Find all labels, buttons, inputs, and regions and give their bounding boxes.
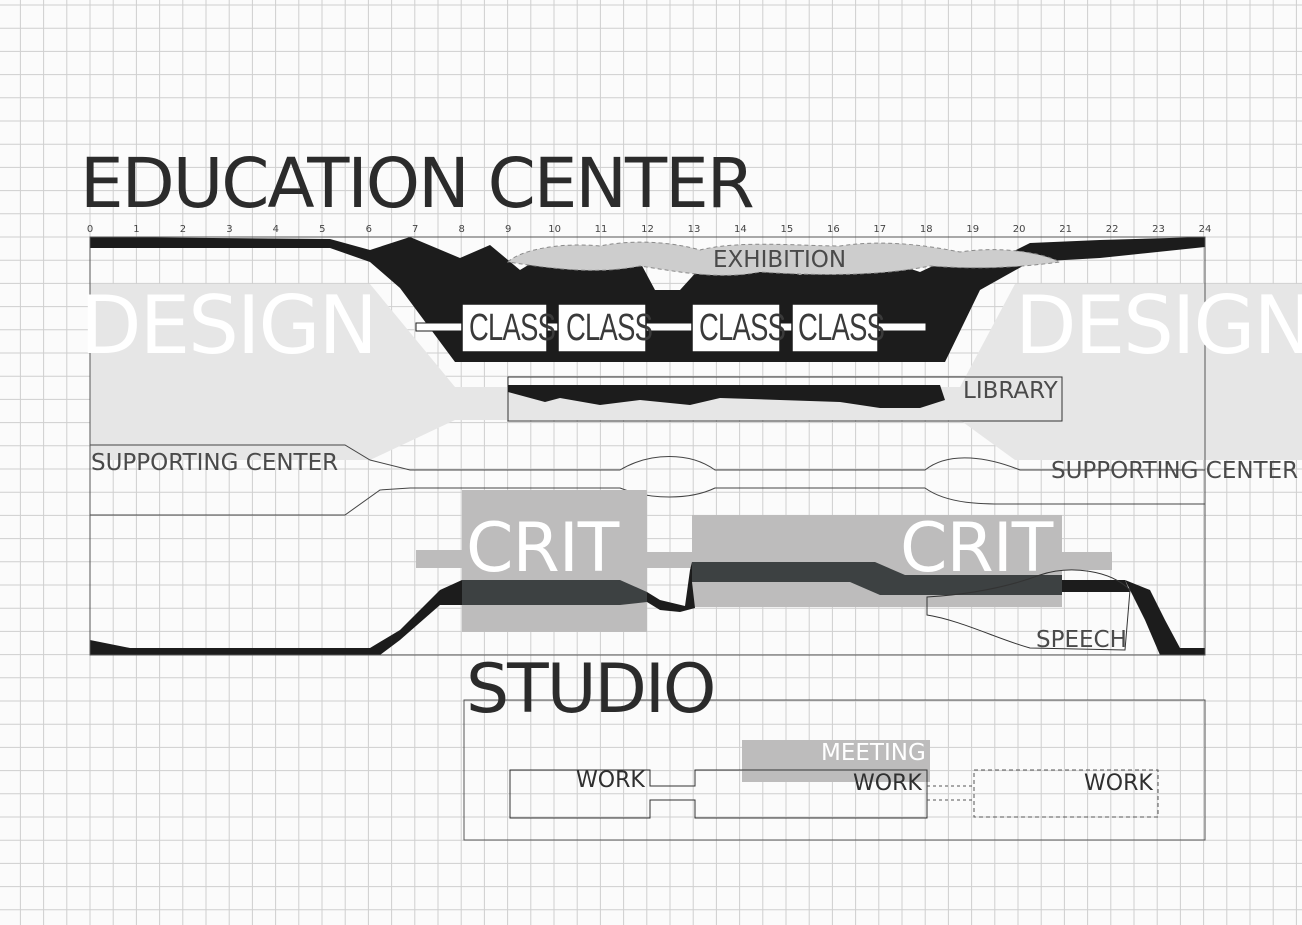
time-tick-label: 11 bbox=[595, 224, 608, 235]
design-label-right: DESIGN bbox=[1015, 286, 1302, 366]
class-box-1 bbox=[461, 303, 548, 353]
class-label-3: CLASS bbox=[699, 307, 786, 349]
class-label-1: CLASS bbox=[469, 307, 556, 349]
time-tick-label: 16 bbox=[827, 224, 840, 235]
exhibition-shape bbox=[506, 241, 1062, 276]
speech-label: SPEECH bbox=[1036, 627, 1127, 653]
time-tick-label: 20 bbox=[1013, 224, 1026, 235]
design-band bbox=[90, 284, 1302, 460]
studio-title: STUDIO bbox=[466, 650, 716, 729]
class-box-4 bbox=[791, 303, 879, 353]
crit-middle-strip bbox=[647, 552, 692, 568]
time-tick-label: 15 bbox=[781, 224, 794, 235]
time-tick-label: 8 bbox=[458, 224, 464, 235]
class-box-2 bbox=[557, 303, 647, 353]
class-label-4: CLASS bbox=[798, 307, 885, 349]
time-tick-label: 2 bbox=[180, 224, 186, 235]
library-label: LIBRARY bbox=[963, 378, 1058, 404]
crit-right-dark-strip bbox=[1062, 580, 1130, 592]
design-label-left: DESIGN bbox=[80, 286, 370, 366]
time-tick-label: 13 bbox=[688, 224, 701, 235]
time-tick-label: 9 bbox=[505, 224, 511, 235]
meeting-label: MEETING bbox=[821, 740, 926, 766]
time-tick-label: 22 bbox=[1106, 224, 1119, 235]
time-tick-label: 0 bbox=[87, 224, 93, 235]
work-box-2 bbox=[973, 769, 1159, 818]
time-tick-label: 14 bbox=[734, 224, 747, 235]
work-connector bbox=[927, 785, 974, 801]
time-tick-label: 5 bbox=[319, 224, 325, 235]
time-tick-label: 24 bbox=[1199, 224, 1212, 235]
crit-label-left: CRIT bbox=[466, 509, 619, 588]
crit-side-left bbox=[416, 550, 462, 568]
work-label-3: WORK bbox=[1084, 771, 1153, 796]
education-center-frame bbox=[89, 236, 1206, 656]
class-box-3 bbox=[691, 303, 781, 353]
supporting-center-label-left: SUPPORTING CENTER bbox=[91, 450, 339, 476]
time-tick-label: 10 bbox=[548, 224, 561, 235]
supporting-center-label-right: SUPPORTING CENTER bbox=[1051, 458, 1299, 484]
studio-frame bbox=[463, 699, 1206, 841]
time-tick-label: 4 bbox=[273, 224, 279, 235]
time-tick-label: 7 bbox=[412, 224, 418, 235]
time-tick-label: 12 bbox=[641, 224, 654, 235]
crit-label-right: CRIT bbox=[900, 509, 1053, 588]
class-bar bbox=[415, 322, 927, 332]
library-dark-band bbox=[508, 385, 945, 408]
crit-dark-band bbox=[462, 562, 1062, 605]
supporting-center-line-2 bbox=[90, 487, 1205, 516]
work-label-2: WORK bbox=[853, 771, 922, 796]
crit-side-right bbox=[1062, 552, 1112, 570]
time-tick-label: 21 bbox=[1059, 224, 1072, 235]
class-label-2: CLASS bbox=[566, 307, 653, 349]
crit-left-block bbox=[462, 490, 647, 632]
speech-shape bbox=[926, 569, 1131, 651]
education-center-title: EDUCATION CENTER bbox=[80, 144, 755, 224]
exhibition-label: EXHIBITION bbox=[713, 247, 847, 273]
library-box bbox=[507, 376, 1063, 422]
time-tick-label: 6 bbox=[366, 224, 372, 235]
time-tick-label: 17 bbox=[873, 224, 886, 235]
time-tick-label: 3 bbox=[226, 224, 232, 235]
work-box-1 bbox=[509, 769, 928, 819]
time-tick-label: 19 bbox=[966, 224, 979, 235]
time-tick-label: 23 bbox=[1152, 224, 1165, 235]
work-label-1: WORK bbox=[576, 768, 645, 793]
time-tick-label: 1 bbox=[133, 224, 139, 235]
time-tick-label: 18 bbox=[920, 224, 933, 235]
meeting-block bbox=[742, 740, 930, 782]
supporting-center-line-1 bbox=[90, 444, 1205, 471]
